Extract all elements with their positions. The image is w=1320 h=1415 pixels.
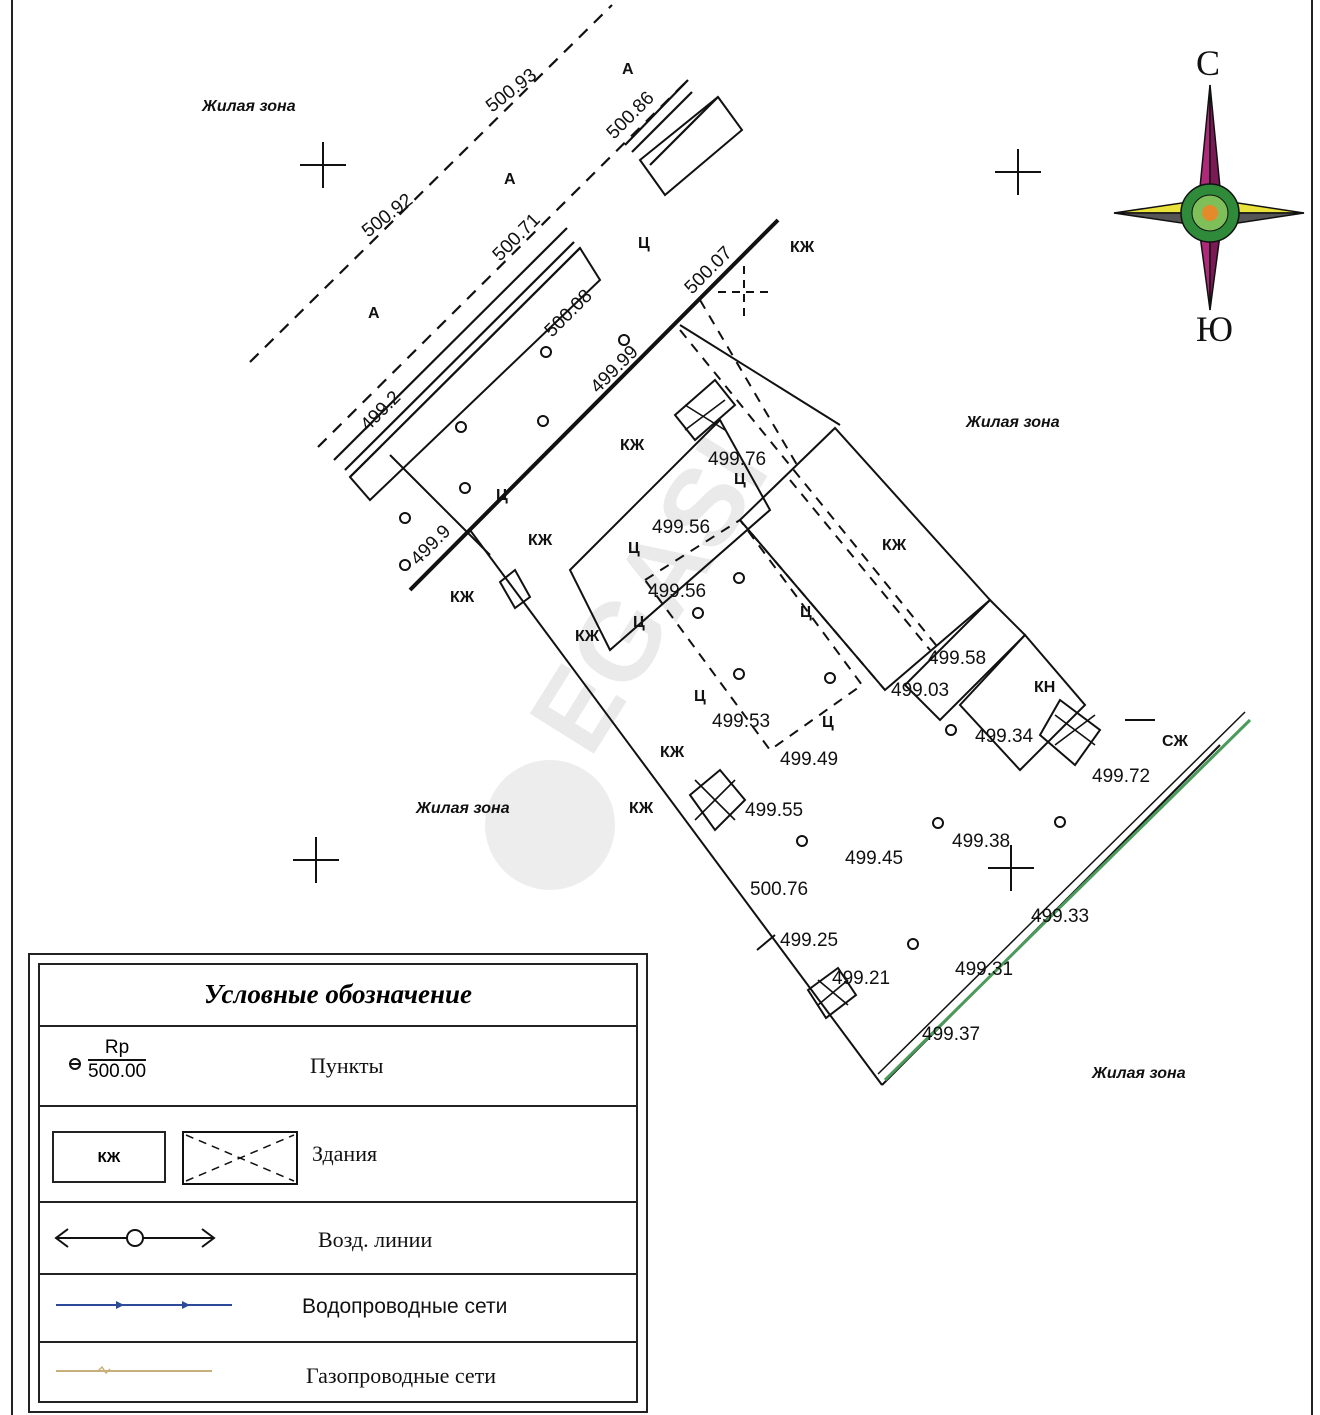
svg-text:СЖ: СЖ	[1162, 733, 1189, 750]
compass-north-label: С	[1196, 43, 1220, 83]
building-symbol-solid: КЖ	[52, 1131, 166, 1183]
svg-text:Ц: Ц	[800, 604, 812, 621]
gas-line-symbol-icon	[56, 1365, 212, 1375]
grid-crosses	[293, 142, 1041, 891]
svg-text:Ц: Ц	[822, 714, 834, 731]
parcel-outline	[389, 218, 1252, 1086]
legend-row-water: Водопроводные сети	[40, 1273, 636, 1343]
svg-text:499.03: 499.03	[891, 680, 949, 701]
svg-text:499.76: 499.76	[708, 449, 766, 470]
legend-inner-frame: Условные обозначение Rp 500.00 Пункты КЖ…	[38, 963, 638, 1403]
svg-text:499.33: 499.33	[1031, 906, 1089, 927]
legend-label-points: Пункты	[310, 1053, 384, 1078]
survey-points	[399, 334, 1066, 950]
svg-text:500.76: 500.76	[750, 879, 808, 900]
svg-text:499.56: 499.56	[652, 517, 710, 538]
svg-text:499.55: 499.55	[745, 800, 803, 821]
zone-label-residential: Жилая зона	[201, 98, 296, 115]
svg-text:Ц: Ц	[633, 614, 645, 631]
svg-text:500.93: 500.93	[482, 65, 541, 117]
svg-text:Ц: Ц	[496, 487, 508, 504]
legend-title: Условные обозначение	[204, 979, 472, 1009]
point-symbol-fraction: Rp 500.00	[88, 1037, 147, 1083]
legend: Условные обозначение Rp 500.00 Пункты КЖ…	[28, 953, 648, 1413]
legend-row-points: Rp 500.00 Пункты	[40, 1025, 636, 1107]
svg-text:А: А	[622, 61, 634, 78]
svg-text:499.31: 499.31	[955, 959, 1013, 980]
svg-text:КЖ: КЖ	[882, 537, 907, 554]
legend-row-air-lines: Возд. линии	[40, 1201, 636, 1275]
svg-text:499.53: 499.53	[712, 711, 770, 732]
svg-text:499.56: 499.56	[648, 581, 706, 602]
svg-text:Ц: Ц	[638, 235, 650, 252]
svg-text:КЖ: КЖ	[528, 532, 553, 549]
svg-text:499.9: 499.9	[407, 521, 455, 569]
svg-text:499.49: 499.49	[780, 749, 838, 770]
legend-label-air-lines: Возд. линии	[318, 1227, 433, 1252]
svg-text:499.25: 499.25	[780, 930, 838, 951]
svg-text:499.21: 499.21	[832, 968, 890, 989]
code-labels: А А А Ц КЖ КЖ Ц КЖ Ц КЖ КЖ Ц КЖ Ц Ц КН Ц…	[368, 61, 1189, 817]
point-symbol-elevation: 500.00	[88, 1061, 147, 1082]
point-symbol-icon	[69, 1058, 81, 1070]
point-symbol-name: Rp	[88, 1037, 147, 1061]
svg-text:Ц: Ц	[734, 471, 746, 488]
svg-text:499.38: 499.38	[952, 831, 1010, 852]
legend-row-buildings: КЖ Здания	[40, 1105, 636, 1203]
zone-label-residential: Жилая зона	[965, 414, 1060, 431]
svg-text:500.08: 500.08	[541, 286, 597, 342]
svg-text:КЖ: КЖ	[629, 800, 654, 817]
svg-text:КН: КН	[1034, 679, 1055, 696]
compass-rose: С Ю	[1113, 43, 1305, 349]
building-crosses	[684, 399, 1096, 1006]
svg-text:500.92: 500.92	[358, 190, 417, 242]
slope-hatching	[348, 95, 744, 502]
svg-text:499.58: 499.58	[928, 648, 986, 669]
buildings	[498, 378, 1155, 1020]
svg-text:499.34: 499.34	[975, 726, 1034, 747]
svg-text:КЖ: КЖ	[790, 239, 815, 256]
svg-text:А: А	[368, 305, 380, 322]
legend-label-gas: Газопроводные сети	[306, 1363, 497, 1388]
compass-south-label: Ю	[1196, 309, 1233, 349]
svg-text:499.45: 499.45	[845, 848, 903, 869]
svg-text:А: А	[504, 171, 516, 188]
zone-label-residential: Жилая зона	[415, 800, 510, 817]
svg-text:499.99: 499.99	[587, 342, 643, 398]
legend-label-buildings: Здания	[312, 1141, 378, 1166]
svg-text:499.72: 499.72	[1092, 766, 1150, 787]
svg-text:499.37: 499.37	[922, 1024, 980, 1045]
elevation-labels: 500.93 500.86 500.92 500.71 500.07 500.0…	[357, 65, 1150, 1045]
legend-label-water: Водопроводные сети	[302, 1295, 508, 1318]
svg-text:Ц: Ц	[694, 688, 706, 705]
zone-label-residential: Жилая зона	[1091, 1065, 1186, 1082]
svg-text:КЖ: КЖ	[575, 628, 600, 645]
svg-text:КЖ: КЖ	[620, 437, 645, 454]
air-line-symbol-icon	[54, 1228, 216, 1248]
svg-text:КЖ: КЖ	[450, 589, 475, 606]
water-line-symbol-icon	[56, 1301, 232, 1309]
svg-text:Ц: Ц	[628, 540, 640, 557]
legend-row-gas: Газопроводные сети	[40, 1341, 636, 1411]
svg-text:КЖ: КЖ	[660, 744, 685, 761]
legend-title-row: Условные обозначение	[40, 965, 636, 1025]
building-symbol-crossed-icon	[182, 1131, 298, 1185]
